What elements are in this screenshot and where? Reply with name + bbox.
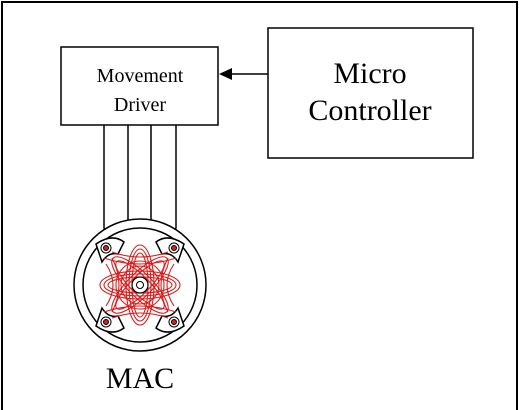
movement-driver-label-line2: Driver [114, 94, 167, 116]
control-arrowhead [219, 68, 232, 80]
movement-driver-box [60, 46, 219, 126]
mac-motor-drawing [73, 218, 207, 352]
micro-controller-box [267, 27, 474, 159]
motor-terminals [100, 242, 180, 328]
micro-controller-label-line1: Micro [333, 57, 406, 90]
micro-controller-label-line2: Controller [308, 94, 431, 127]
wire-1 [103, 125, 111, 241]
wire-4 [169, 125, 177, 241]
coil-windings [99, 244, 181, 326]
movement-driver-label-line1: Movement [97, 65, 184, 87]
mac-label: MAC [106, 362, 174, 395]
motor-shaft-inner [136, 281, 144, 289]
